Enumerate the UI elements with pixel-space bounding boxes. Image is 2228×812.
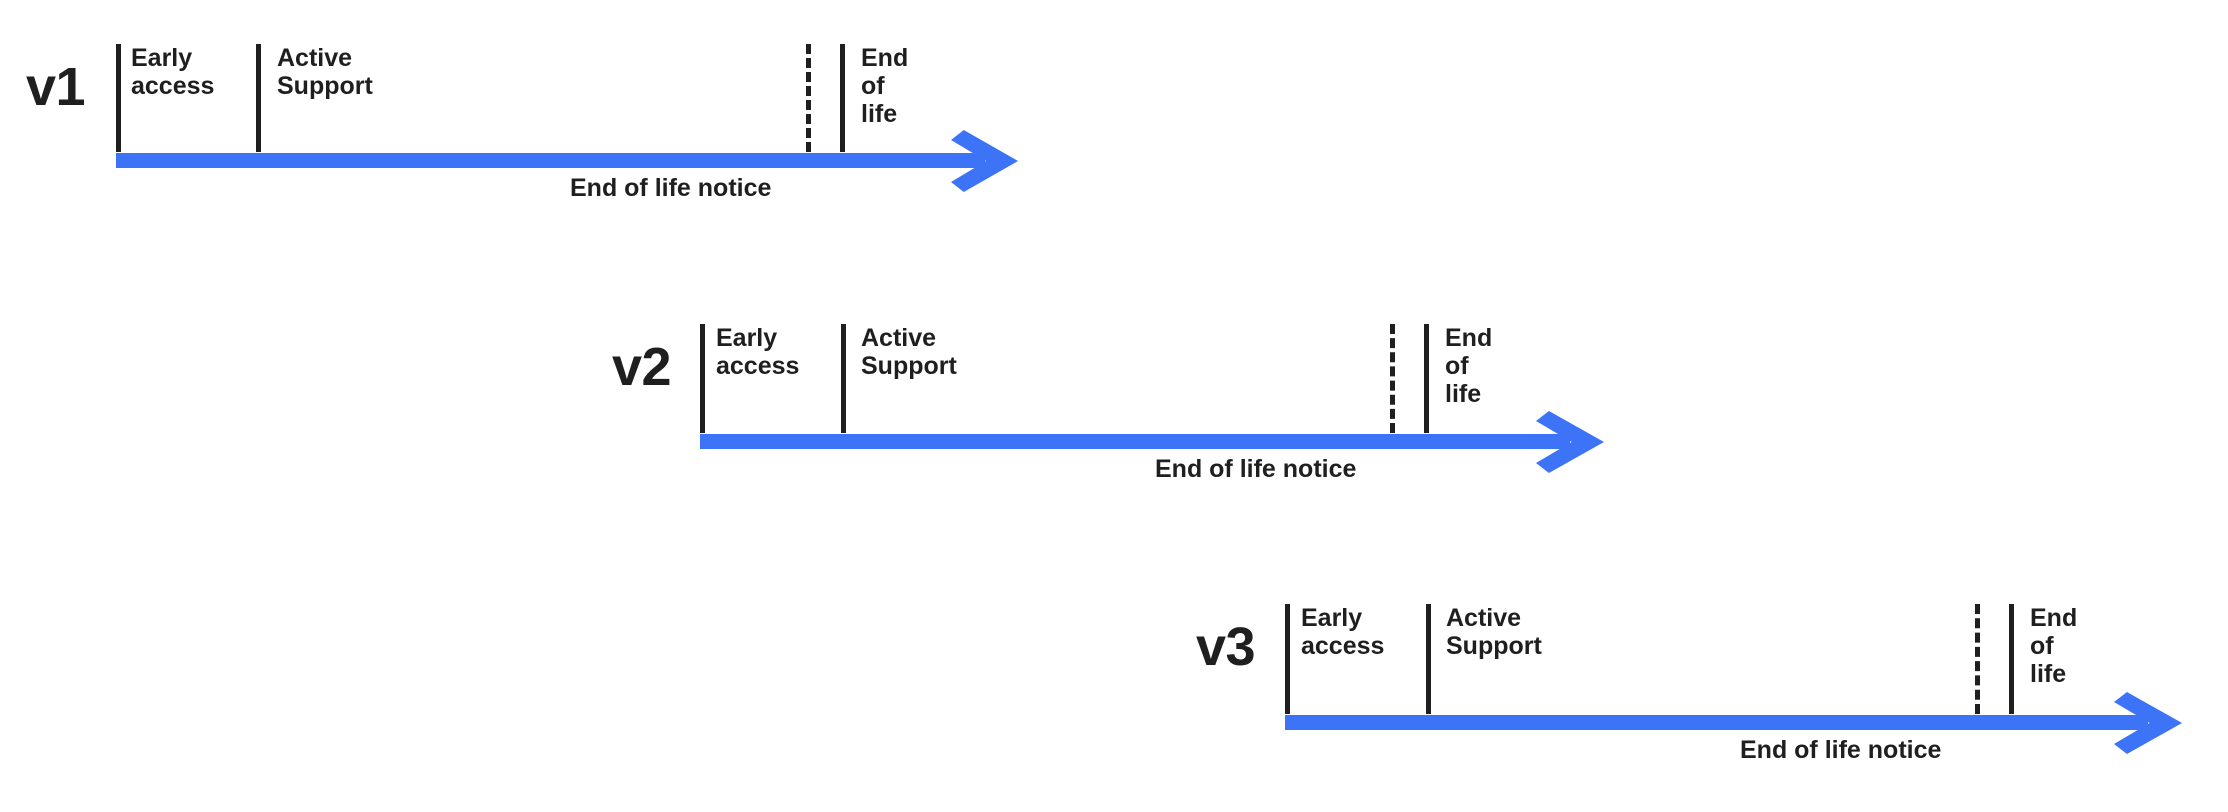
timeline-arrow-head-v1 xyxy=(951,129,1018,192)
timeline-arrow-bar-v2 xyxy=(700,434,1570,449)
version-label-v3: v3 xyxy=(1196,617,1256,677)
tick-early-access-start-v2 xyxy=(700,324,705,433)
phase-label-early-access-v1: Early access xyxy=(131,44,215,100)
phase-label-early-access-v3: Early access xyxy=(1301,604,1385,660)
phase-label-active-support-v3: Active Support xyxy=(1446,604,1542,660)
timeline-arrow-head-v2 xyxy=(1536,410,1604,473)
version-label-v1: v1 xyxy=(26,57,86,117)
tick-early-access-start-v3 xyxy=(1285,604,1290,714)
end-of-life-notice-label-v2: End of life notice xyxy=(1155,455,1357,483)
tick-end-of-life-start-v1 xyxy=(840,44,845,152)
phase-label-active-support-v1: Active Support xyxy=(277,44,373,100)
version-label-v2: v2 xyxy=(612,337,672,397)
tick-active-support-start-v2 xyxy=(841,324,846,433)
tick-active-support-start-v1 xyxy=(256,44,261,152)
phase-label-end-of-life-v1: End of life xyxy=(861,44,909,128)
tick-end-of-life-start-v3 xyxy=(2009,604,2014,714)
phase-label-early-access-v2: Early access xyxy=(716,324,800,380)
tick-end-of-life-notice-dashed-v1 xyxy=(806,44,811,152)
end-of-life-notice-label-v3: End of life notice xyxy=(1740,736,1942,764)
timeline-arrow-head-v3 xyxy=(2114,691,2182,754)
tick-early-access-start-v1 xyxy=(116,44,121,152)
phase-label-end-of-life-v3: End of life xyxy=(2030,604,2078,688)
phase-label-active-support-v2: Active Support xyxy=(861,324,957,380)
tick-active-support-start-v3 xyxy=(1426,604,1431,714)
timeline-arrow-bar-v1 xyxy=(116,153,985,168)
timeline-arrow-bar-v3 xyxy=(1285,715,2148,730)
tick-end-of-life-notice-dashed-v3 xyxy=(1975,604,1980,714)
tick-end-of-life-notice-dashed-v2 xyxy=(1390,324,1395,433)
end-of-life-notice-label-v1: End of life notice xyxy=(570,174,772,202)
phase-label-end-of-life-v2: End of life xyxy=(1445,324,1493,408)
tick-end-of-life-start-v2 xyxy=(1424,324,1429,433)
